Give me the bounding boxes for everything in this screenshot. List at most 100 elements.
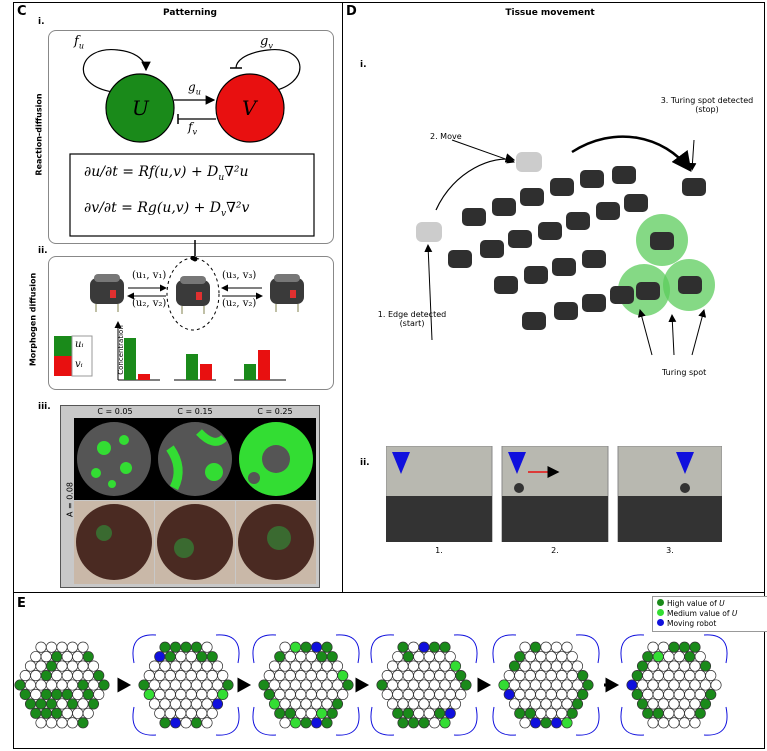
- swarm-snapshot-2: [132, 634, 240, 736]
- turing-detected-label: 3. Turing spot detected(stop): [652, 96, 762, 114]
- swarm-robot: [190, 660, 203, 672]
- swarm-robot: [402, 707, 414, 719]
- swarm-robot: [56, 698, 68, 710]
- swarm-robot: [169, 660, 182, 672]
- swarm-robot: [668, 660, 680, 672]
- swarm-robot: [51, 688, 63, 700]
- swarm-robot: [694, 707, 706, 719]
- swarm-robot: [284, 688, 296, 700]
- swarm-robot: [540, 660, 552, 672]
- swarm-robot: [310, 717, 323, 729]
- swarm-robot: [428, 717, 441, 729]
- swarm-robot: [159, 660, 171, 672]
- swarm-robot: [175, 669, 187, 682]
- swarm-robot: [418, 641, 430, 653]
- swarm-robot: [376, 679, 388, 691]
- swarm-robot: [663, 651, 675, 663]
- swarm-robot: [321, 717, 333, 729]
- swarm-robot: [56, 641, 68, 653]
- swarm-robot: [201, 679, 213, 691]
- swarm-robot: [673, 707, 685, 719]
- gv-loop: [235, 49, 301, 93]
- swarm-robot: [45, 641, 58, 653]
- edge-detected-label: 1. Edge detected(start): [372, 310, 452, 328]
- swarm-robot: [652, 707, 664, 719]
- legend-v-swatch: [54, 356, 72, 376]
- swarm-robot: [305, 669, 317, 682]
- caption-1: 1.: [435, 546, 443, 555]
- swarm-robot: [386, 660, 399, 672]
- movement-arc: [620, 706, 645, 736]
- swarm-robot: [689, 717, 701, 729]
- swarm-robot: [540, 698, 552, 710]
- swarm-robot: [316, 688, 328, 700]
- photo-c015: [157, 504, 233, 580]
- swarm-robot: [524, 707, 536, 719]
- swarm-robot: [652, 688, 664, 700]
- swarm-robot: [279, 641, 291, 653]
- swarm-robot: [647, 641, 659, 653]
- swarm-robot: [310, 679, 323, 691]
- swarm-robot: [300, 641, 312, 653]
- swarm-robot: [444, 651, 456, 663]
- swarm-robot: [449, 698, 462, 710]
- swarm-robot: [87, 698, 100, 710]
- swarm-robot: [206, 688, 218, 700]
- swarm-robot: [66, 679, 79, 691]
- swarm-robot: [550, 641, 563, 653]
- swarm-robot: [185, 688, 197, 700]
- swarm-robot: [540, 641, 552, 653]
- swarm-robot: [180, 660, 192, 672]
- swarm-robot: [326, 669, 338, 682]
- swarm-robot: [705, 669, 717, 682]
- swarm-robot: [268, 660, 281, 672]
- swarm-robot: [40, 688, 52, 700]
- swarm-robot: [699, 679, 712, 691]
- swarm-robot: [684, 669, 696, 682]
- swarm-robot: [689, 679, 701, 691]
- swarm-robot: [66, 698, 79, 710]
- swarm-robot: [169, 698, 182, 710]
- panel-c-iii: iii.: [38, 402, 51, 412]
- swarm-robot: [455, 669, 467, 682]
- swarm-robot: [561, 679, 573, 691]
- tissue-photos: [386, 446, 722, 542]
- swarm-robot: [413, 707, 425, 719]
- swarm-robot: [211, 679, 224, 691]
- swarm-robot: [30, 707, 42, 719]
- sim-c015: [158, 422, 232, 496]
- gu-label: gu: [188, 80, 201, 97]
- swarm-robot: [185, 707, 197, 719]
- swarm-robot: [190, 641, 203, 653]
- swarm-robot: [508, 660, 521, 672]
- swarm-robot: [201, 698, 213, 710]
- swarm-robot: [647, 717, 659, 729]
- movement-arc: [492, 706, 517, 736]
- swarm-robot: [699, 698, 712, 710]
- swarm-robot: [684, 707, 696, 719]
- equation-v: ∂v/∂t = Rg(u,v) + Dv∇²v: [84, 200, 250, 219]
- swarm-robot: [82, 669, 94, 682]
- swarm-robot: [545, 688, 557, 700]
- swarm-robot: [434, 651, 446, 663]
- swarm-robot: [222, 679, 234, 691]
- swarm-robot: [326, 707, 338, 719]
- swarm-robot: [289, 660, 302, 672]
- swarm-robot: [300, 679, 312, 691]
- panel-c-letter: C: [17, 4, 27, 19]
- bar-v-2: [200, 364, 212, 380]
- u-node: [105, 73, 175, 143]
- movement-arc: [453, 706, 478, 736]
- swarm-robot: [444, 688, 456, 700]
- swarm-robot: [407, 660, 420, 672]
- movement-arc: [132, 634, 157, 664]
- movement-arc: [252, 706, 277, 736]
- swarm-robot: [566, 651, 578, 663]
- swarm-robot: [678, 698, 691, 710]
- swarm-snapshot-3: [252, 634, 360, 736]
- swarm-robot: [529, 660, 542, 672]
- photo-captions: 1. 2. 3.: [386, 546, 722, 555]
- swarm-robot: [77, 660, 89, 672]
- swarm-robot: [274, 669, 286, 682]
- swarm-robot: [642, 651, 654, 663]
